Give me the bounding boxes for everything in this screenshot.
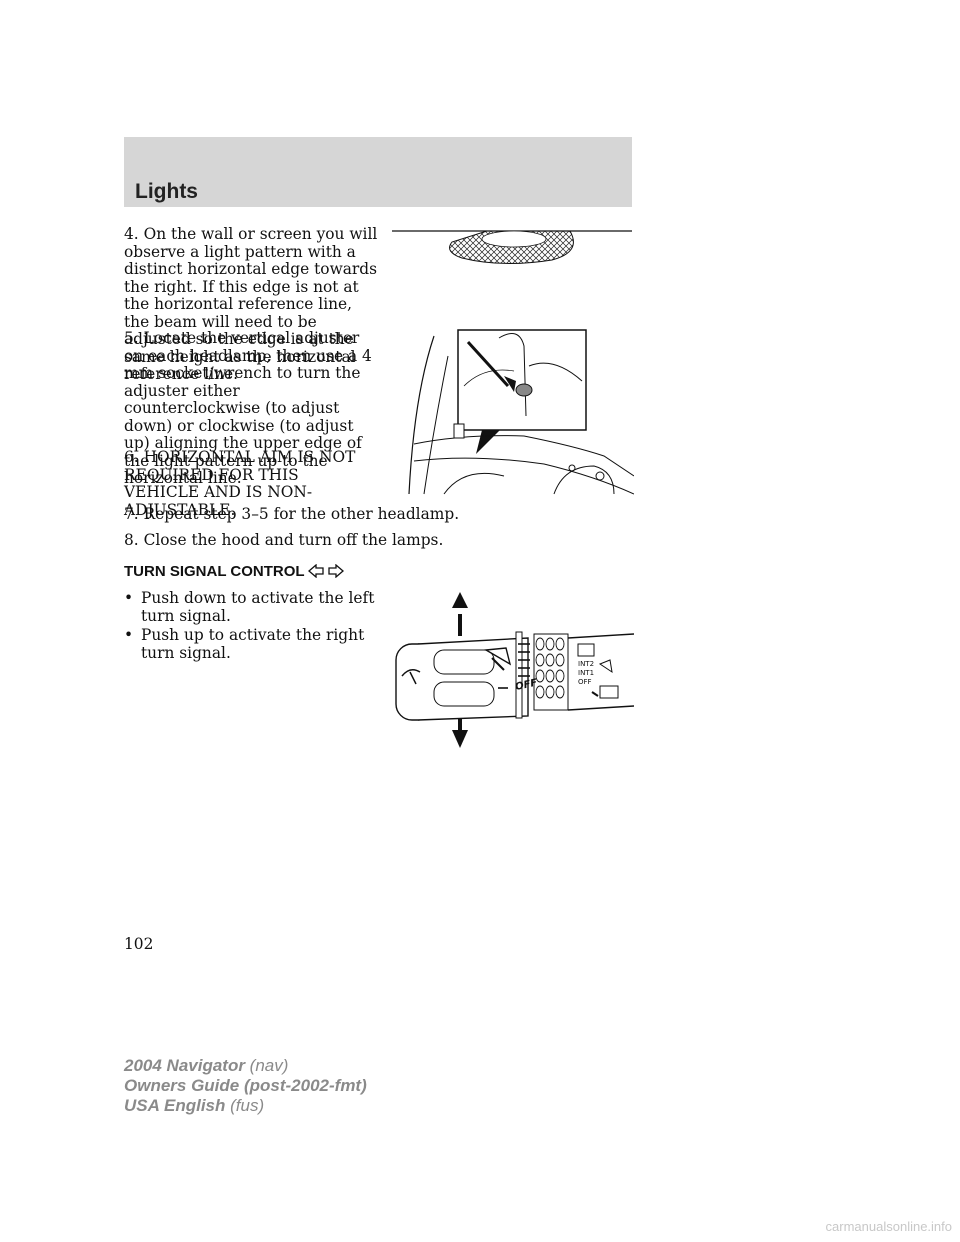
step-6-text: 6. HORIZONTAL AIM IS NOT REQUIRED FOR TH… xyxy=(124,448,356,519)
int2-label: INT2 xyxy=(578,660,594,668)
beam-pattern-illustration xyxy=(392,230,632,265)
bullet-dot: • xyxy=(124,589,134,607)
page-number: 102 xyxy=(124,935,154,953)
footer-line-3: USA English (fus) xyxy=(124,1096,265,1115)
watermark-text: carmanualsonline.info xyxy=(825,1219,952,1234)
turn-signal-arrows-icon xyxy=(308,564,345,578)
off-small-label: OFF xyxy=(578,678,592,686)
footer-block: 2004 Navigator (nav) Owners Guide (post-… xyxy=(124,1056,367,1116)
step-4-text: 4. On the wall or screen you will observ… xyxy=(124,225,378,383)
section-title: Lights xyxy=(135,180,198,203)
footer-line-1: 2004 Navigator (nav) xyxy=(124,1056,289,1075)
step-5-text: 5. Locate the vertical adjuster on each … xyxy=(124,329,372,487)
section-header-band xyxy=(124,137,632,207)
footer-line-2: Owners Guide (post-2002-fmt) xyxy=(124,1076,367,1095)
step-8-text: 8. Close the hood and turn off the lamps… xyxy=(124,531,444,549)
int1-label: INT1 xyxy=(578,669,594,677)
turn-signal-heading: TURN SIGNAL CONTROL xyxy=(124,563,345,580)
headlamp-adjuster-illustration xyxy=(408,329,634,495)
down-arrow-icon xyxy=(458,710,462,732)
step-7-text: 7. Repeat step 3–5 for the other headlam… xyxy=(124,505,460,523)
turn-signal-stalk-illustration: INT2 INT1 OFF OFF xyxy=(395,592,634,748)
bullet-dot: • xyxy=(124,626,134,644)
off-large-label: OFF xyxy=(514,678,538,693)
